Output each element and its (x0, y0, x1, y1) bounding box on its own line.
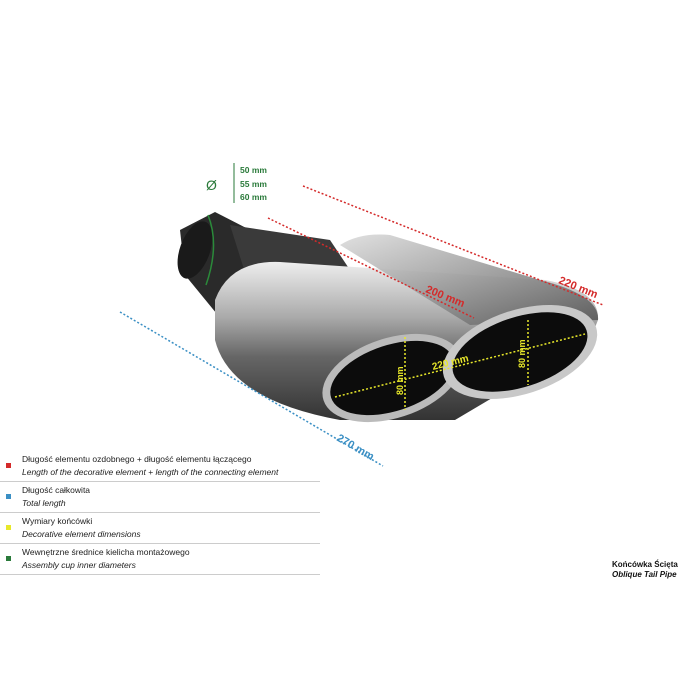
cup-diameter-marker (205, 214, 215, 286)
legend-item-blue: Długość całkowita Total length (0, 483, 320, 513)
legend-pl: Wymiary końcówki (22, 516, 93, 526)
caption-en: Oblique Tail Pipe (612, 570, 677, 579)
diameter-symbol: Ø (206, 177, 217, 193)
diameter-55: 55 mm (240, 179, 267, 189)
legend-en: Decorative element dimensions (22, 529, 141, 539)
legend-en: Length of the decorative element + lengt… (22, 467, 279, 477)
diameter-60: 60 mm (240, 192, 267, 202)
blue-dimension-total (119, 311, 384, 467)
legend: Długość elementu ozdobnego + długość ele… (0, 452, 330, 576)
legend-item-green: Wewnętrzne średnice kielicha montażowego… (0, 545, 320, 575)
yellow-height-right-label: 80 mm (517, 339, 527, 368)
yellow-square-icon (6, 525, 11, 530)
left-outlet (330, 340, 454, 416)
caption-pl: Końcówka Ścięta (612, 560, 678, 569)
red-dimension-long (302, 185, 604, 306)
pipe-body (215, 234, 599, 423)
diameter-50: 50 mm (240, 165, 267, 175)
product-caption: Końcówka Ścięta Oblique Tail Pipe (612, 560, 678, 580)
blue-square-icon (6, 494, 11, 499)
legend-en: Assembly cup inner diameters (22, 560, 136, 570)
right-outlet (452, 312, 588, 392)
yellow-width-line (334, 333, 586, 398)
legend-en: Total length (22, 498, 66, 508)
legend-pl: Wewnętrzne średnice kielicha montażowego (22, 547, 190, 557)
red-square-icon (6, 463, 11, 468)
green-square-icon (6, 556, 11, 561)
yellow-height-left-label: 80 mm (395, 366, 405, 395)
legend-item-yellow: Wymiary końcówki Decorative element dime… (0, 514, 320, 544)
legend-pl: Długość całkowita (22, 485, 91, 495)
legend-item-red: Długość elementu ozdobnego + długość ele… (0, 452, 320, 482)
blue-total-label: 270 mm (335, 432, 377, 463)
legend-pl: Długość elementu ozdobnego + długość ele… (22, 454, 252, 464)
